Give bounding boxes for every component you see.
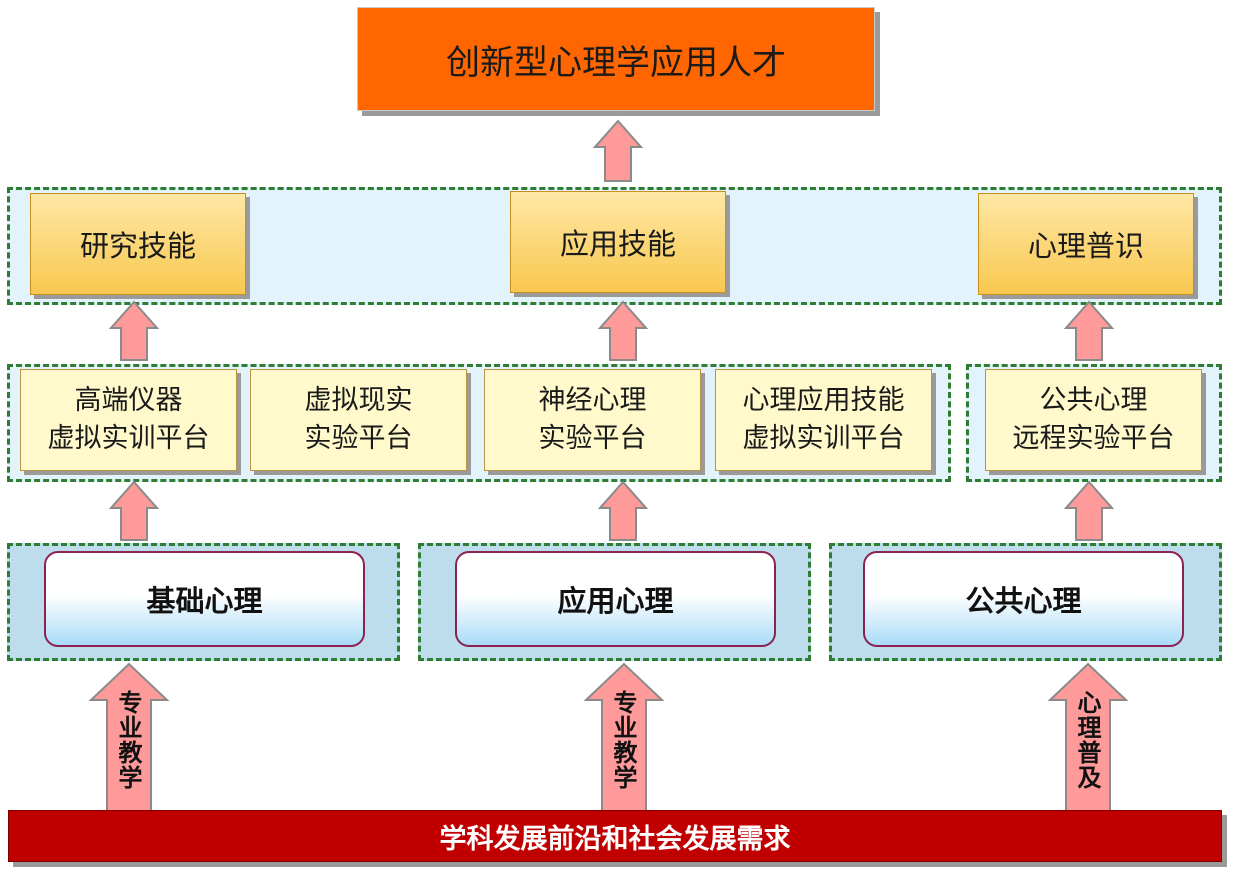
platform-box-instrument: 高端仪器 虚拟实训平台 <box>20 369 237 471</box>
arrow-up-icon <box>592 119 644 182</box>
platform-line2: 虚拟实训平台 <box>47 423 210 454</box>
platform-line1: 高端仪器 <box>74 385 183 416</box>
course-label: 基础心理 <box>146 584 263 618</box>
platform-line1: 虚拟现实 <box>304 385 413 416</box>
arrow-up-icon <box>1047 662 1129 813</box>
course-box-basic: 基础心理 <box>44 551 365 647</box>
skill-box-research: 研究技能 <box>30 193 246 295</box>
course-box-applied: 应用心理 <box>455 551 776 647</box>
arrow-up-icon <box>1063 300 1115 361</box>
foundation-bar: 学科发展前沿和社会发展需求 <box>8 810 1222 862</box>
skill-box-general: 心理普识 <box>978 193 1194 295</box>
platform-line1: 公共心理 <box>1039 385 1148 416</box>
skill-label: 心理普识 <box>1027 229 1144 263</box>
platform-box-applied-skills: 心理应用技能 虚拟实训平台 <box>715 369 932 471</box>
platform-box-remote: 公共心理 远程实验平台 <box>985 369 1202 471</box>
arrow-up-icon <box>597 480 649 541</box>
arrow-up-icon <box>597 300 649 361</box>
arrow-label-teaching: 专业教学 <box>609 690 637 790</box>
goal-box: 创新型心理学应用人才 <box>357 7 875 111</box>
skill-label: 研究技能 <box>79 229 196 263</box>
arrow-up-icon <box>108 480 160 541</box>
platform-line2: 远程实验平台 <box>1012 423 1175 454</box>
arrow-up-icon <box>88 662 170 813</box>
arrow-up-icon <box>1063 480 1115 541</box>
platform-line2: 实验平台 <box>538 423 647 454</box>
arrow-label-teaching: 专业教学 <box>114 690 142 790</box>
goal-label: 创新型心理学应用人才 <box>446 42 786 83</box>
foundation-label: 学科发展前沿和社会发展需求 <box>439 823 791 855</box>
course-box-public: 公共心理 <box>863 551 1184 647</box>
arrow-up-icon <box>108 300 160 361</box>
skill-box-application: 应用技能 <box>510 191 726 293</box>
platform-line2: 虚拟实训平台 <box>742 423 905 454</box>
platform-box-vr: 虚拟现实 实验平台 <box>250 369 467 471</box>
platform-line1: 神经心理 <box>538 385 647 416</box>
arrow-up-icon <box>583 662 665 813</box>
arrow-label-popularization: 心理普及 <box>1073 690 1101 790</box>
course-label: 公共心理 <box>965 584 1082 618</box>
platform-line2: 实验平台 <box>304 423 413 454</box>
platform-line1: 心理应用技能 <box>742 385 905 416</box>
skill-label: 应用技能 <box>559 227 676 261</box>
course-label: 应用心理 <box>557 584 674 618</box>
platform-box-neuro: 神经心理 实验平台 <box>484 369 701 471</box>
